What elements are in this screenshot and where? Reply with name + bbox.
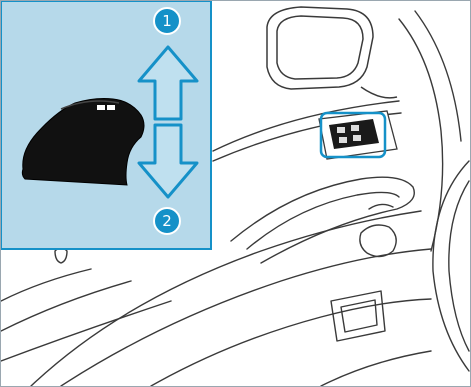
- switch-key-2: [351, 125, 359, 131]
- steering-wheel-inner: [449, 181, 469, 351]
- door-handle-recess: [231, 177, 414, 263]
- side-mirror-arm: [361, 87, 397, 98]
- callout-2: 2: [154, 208, 180, 234]
- callout-2-label: 2: [162, 212, 172, 230]
- callout-1-label: 1: [162, 12, 172, 30]
- door-panel-curve-2: [61, 249, 431, 386]
- side-mirror: [267, 7, 397, 98]
- door-panel-curve-3: [151, 299, 431, 386]
- window-switch-panel: [319, 111, 397, 159]
- a-pillar-outer: [415, 11, 461, 141]
- inset-detail: 1 2: [1, 1, 211, 249]
- callout-1: 1: [154, 8, 180, 34]
- door-handle-inner: [247, 192, 399, 249]
- lock-peg: [55, 248, 67, 263]
- a-pillar: [399, 19, 443, 251]
- door-panel-curve-6: [1, 301, 171, 361]
- switch-key-4: [353, 135, 361, 141]
- switch-key-3: [339, 137, 347, 143]
- switch-key-1: [337, 127, 345, 133]
- side-mirror-glass: [277, 16, 363, 79]
- door-panel-curve-5: [1, 269, 91, 301]
- side-mirror-housing: [267, 7, 373, 89]
- door-knob: [360, 225, 396, 257]
- door-panel-curve-7: [321, 351, 431, 386]
- door-pocket-inner: [341, 300, 377, 332]
- door-knob-top: [369, 204, 393, 209]
